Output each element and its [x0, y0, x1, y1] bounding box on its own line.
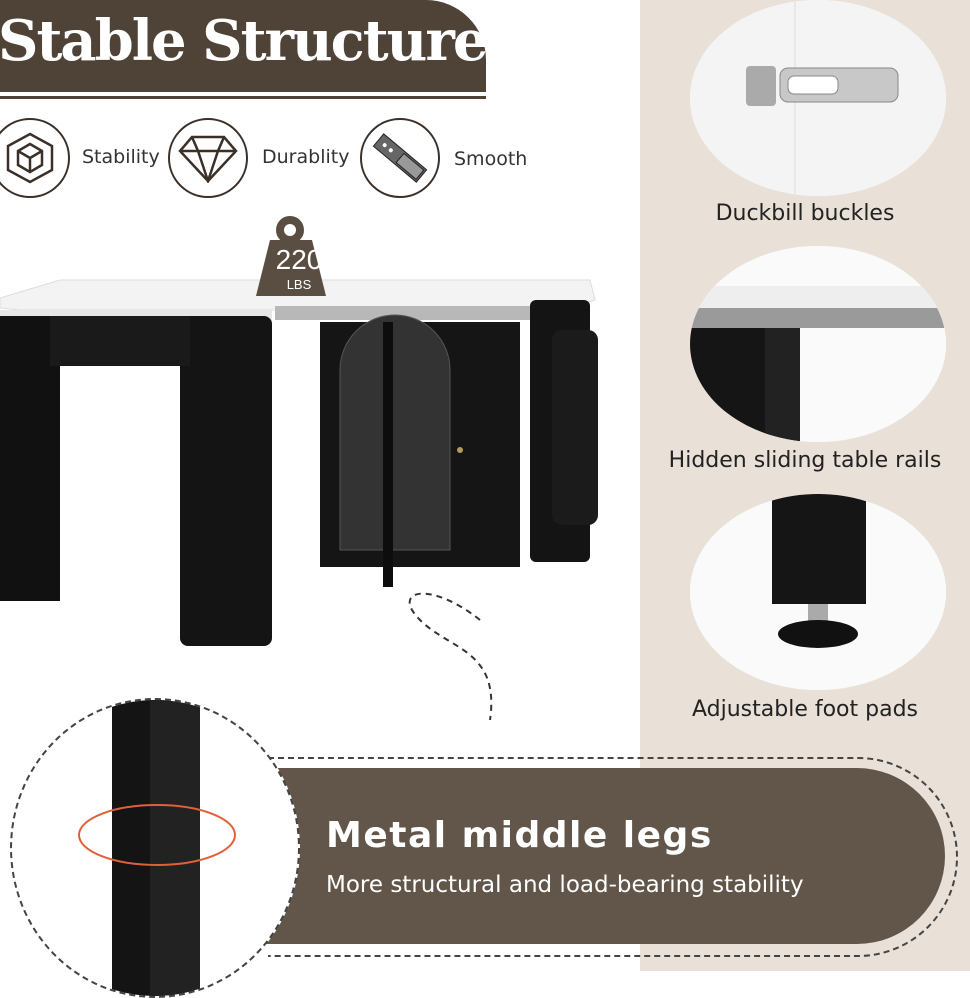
diamond-icon	[168, 118, 248, 198]
callout-title: Metal middle legs	[326, 815, 713, 856]
metal-leg-closeup	[10, 698, 300, 998]
detail-label-duckbill: Duckbill buckles	[715, 201, 895, 226]
callout-panel	[262, 768, 945, 944]
weight-icon	[256, 216, 326, 296]
title-banner	[0, 0, 486, 92]
sliding-rails-photo	[690, 246, 946, 442]
callout-dashed-border	[268, 757, 958, 957]
slide-rail-icon	[360, 118, 440, 198]
feature-label-smooth: Smooth	[454, 148, 528, 170]
duckbill-buckle-photo	[690, 0, 946, 196]
feature-label-durability: Durablity	[262, 146, 350, 168]
feature-label-stability: Stability	[82, 146, 160, 168]
title-underline	[0, 96, 486, 99]
highlight-ring	[78, 804, 236, 866]
detail-label-foot-pads: Adjustable foot pads	[691, 697, 918, 722]
detail-label-rails: Hidden sliding table rails	[668, 448, 942, 473]
weight-value: 220	[275, 244, 323, 275]
cube-icon	[0, 118, 70, 198]
weight-badge	[256, 216, 342, 302]
page-title: Stable Structure	[0, 8, 488, 74]
callout-subtitle: More structural and load-bearing stabili…	[326, 872, 804, 898]
weight-unit: LBS	[286, 277, 312, 292]
table-illustration	[0, 279, 598, 721]
foot-pad-photo	[690, 494, 946, 690]
